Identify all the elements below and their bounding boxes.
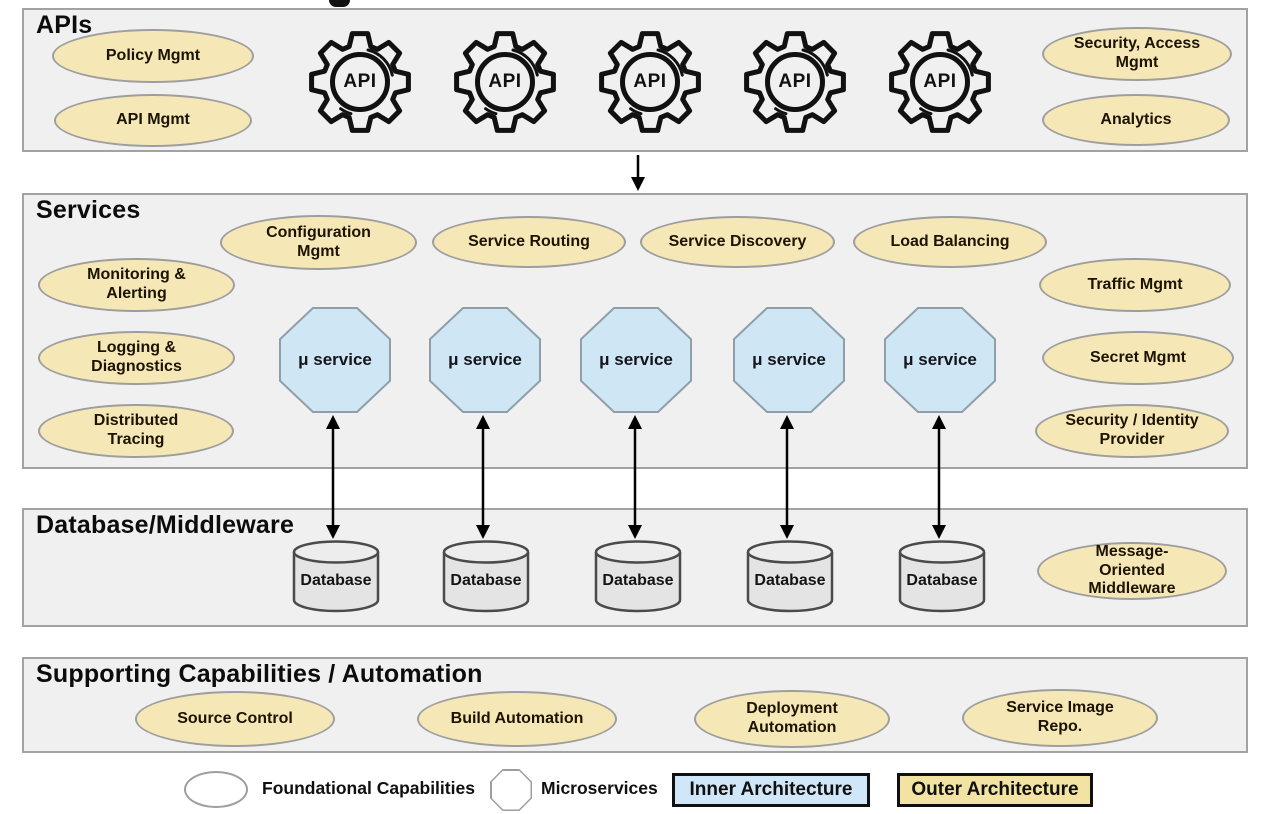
- microservice-octagon: μ service: [429, 307, 541, 413]
- microservice-label: μ service: [298, 350, 372, 369]
- capability-service-image-repo: Service Image Repo.: [962, 689, 1158, 747]
- api-gear-label: API: [633, 71, 667, 92]
- api-gear-icon: API: [308, 30, 412, 134]
- api-gear-icon: API: [743, 30, 847, 134]
- legend-foundational-ellipse-icon: [184, 771, 248, 808]
- microservice-octagon: μ service: [733, 307, 845, 413]
- microservice-label: μ service: [903, 350, 977, 369]
- octagon-fill: [491, 770, 531, 810]
- capability-build-automation: Build Automation: [417, 691, 617, 747]
- api-gear-icon: API: [888, 30, 992, 134]
- api-gear-label: API: [778, 71, 812, 92]
- legend-microservices-label: Microservices: [541, 778, 658, 798]
- microservice-label: μ service: [599, 350, 673, 369]
- database-label: Database: [754, 572, 826, 589]
- apis-layer: APIs Policy Mgmt API Mgmt API API API AP…: [22, 8, 1248, 152]
- octagon-fill: [582, 309, 690, 411]
- database-middleware-layer: Database/Middleware Database Database Da…: [22, 508, 1248, 627]
- database-label: Database: [450, 572, 522, 589]
- database-label: Database: [602, 572, 674, 589]
- services-layer-title: Services: [36, 196, 141, 224]
- database-label: Database: [906, 572, 978, 589]
- api-gear-label: API: [923, 71, 957, 92]
- database-label: Database: [300, 572, 372, 589]
- database-cylinder-icon: Database: [440, 538, 532, 616]
- cropped-text-artifact: [329, 0, 350, 7]
- octagon-fill: [431, 309, 539, 411]
- capability-logging-diagnostics: Logging & Diagnostics: [38, 331, 235, 385]
- capability-service-routing: Service Routing: [432, 216, 626, 268]
- capability-traffic-mgmt: Traffic Mgmt: [1039, 258, 1231, 312]
- capability-api-mgmt: API Mgmt: [54, 94, 252, 147]
- microservice-octagon: μ service: [884, 307, 996, 413]
- database-layer-title: Database/Middleware: [36, 511, 295, 539]
- microservice-octagon: μ service: [279, 307, 391, 413]
- capability-policy-mgmt: Policy Mgmt: [52, 29, 254, 83]
- capability-secret-mgmt: Secret Mgmt: [1042, 331, 1234, 385]
- capability-monitoring-alerting: Monitoring & Alerting: [38, 258, 235, 312]
- capability-service-discovery: Service Discovery: [640, 216, 835, 268]
- octagon-fill: [735, 309, 843, 411]
- capability-load-balancing: Load Balancing: [853, 216, 1047, 268]
- supporting-layer: Supporting Capabilities / Automation Sou…: [22, 657, 1248, 753]
- microservice-label: μ service: [752, 350, 826, 369]
- database-cylinder-icon: Database: [896, 538, 988, 616]
- capability-security-access-mgmt: Security, Access Mgmt: [1042, 27, 1232, 81]
- octagon-fill: [281, 309, 389, 411]
- capability-message-oriented-middleware: Message-Oriented Middleware: [1037, 542, 1227, 600]
- capability-security-identity-provider: Security / Identity Provider: [1035, 404, 1229, 458]
- capability-deployment-automation: Deployment Automation: [694, 690, 890, 748]
- legend-outer-architecture-box: Outer Architecture: [897, 773, 1093, 807]
- legend-microservices-octagon-icon: [490, 769, 532, 811]
- legend-foundational-label: Foundational Capabilities: [262, 778, 475, 798]
- database-cylinder-icon: Database: [744, 538, 836, 616]
- capability-distributed-tracing: Distributed Tracing: [38, 404, 234, 458]
- supporting-layer-title: Supporting Capabilities / Automation: [36, 660, 483, 688]
- database-cylinder-icon: Database: [290, 538, 382, 616]
- database-cylinder-icon: Database: [592, 538, 684, 616]
- capability-source-control: Source Control: [135, 691, 335, 747]
- octagon-fill: [886, 309, 994, 411]
- api-gear-label: API: [343, 71, 377, 92]
- apis-layer-title: APIs: [36, 11, 93, 39]
- capability-analytics: Analytics: [1042, 94, 1230, 146]
- services-layer: Services Configuration Mgmt Service Rout…: [22, 193, 1248, 469]
- api-gear-icon: API: [453, 30, 557, 134]
- api-gear-icon: API: [598, 30, 702, 134]
- microservice-octagon: μ service: [580, 307, 692, 413]
- api-gear-label: API: [488, 71, 522, 92]
- microservice-label: μ service: [448, 350, 522, 369]
- legend-inner-architecture-box: Inner Architecture: [672, 773, 870, 807]
- capability-configuration-mgmt: Configuration Mgmt: [220, 215, 417, 270]
